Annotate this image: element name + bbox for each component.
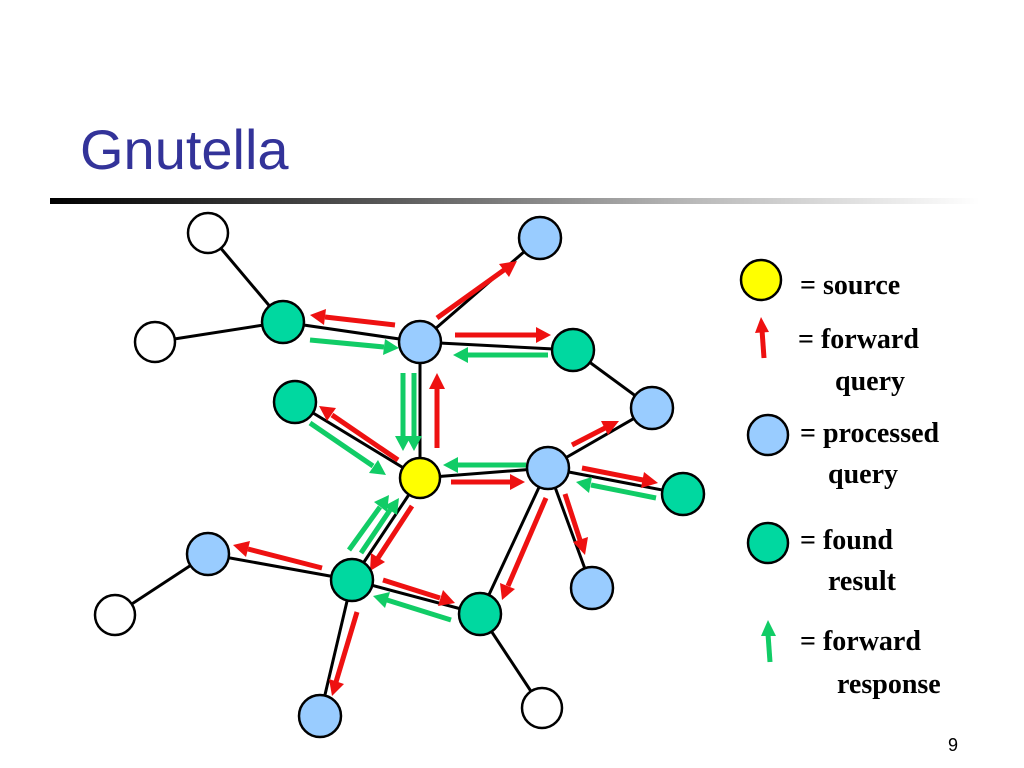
query-arrow-head	[438, 590, 455, 606]
found-result-node	[550, 327, 596, 373]
response-arrow-head	[406, 436, 422, 451]
query-arrow	[505, 497, 549, 587]
legend-forward-response-label: = forward	[800, 626, 921, 657]
found-result-node	[329, 557, 375, 603]
legend-response-arrow-icon	[761, 620, 776, 663]
response-arrow-head	[395, 436, 411, 451]
query-arrow-head	[510, 474, 525, 490]
legend-query-arrow-icon	[755, 317, 769, 359]
processed-query-node	[569, 565, 615, 611]
query-arrow	[562, 493, 583, 541]
query-arrow	[570, 425, 607, 448]
unvisited-node	[93, 593, 137, 637]
edge	[419, 340, 574, 352]
legend-source-node	[739, 258, 783, 302]
legend-forward-response-label-line2: response	[837, 669, 941, 700]
edge	[547, 466, 684, 496]
response-arrow	[386, 597, 452, 623]
query-arrow	[581, 465, 644, 483]
query-arrow-head	[233, 541, 250, 557]
response-arrow	[590, 482, 657, 501]
legend-symbols	[739, 258, 790, 565]
query-arrow-head	[499, 261, 517, 277]
query-arrow	[330, 412, 400, 463]
processed-query-node	[397, 319, 443, 365]
processed-query-node	[629, 385, 675, 431]
query-arrow	[247, 546, 323, 571]
response-arrow-head	[383, 339, 399, 355]
found-result-node	[260, 299, 306, 345]
query-arrow-head	[319, 406, 336, 421]
network-nodes	[93, 211, 706, 739]
processed-query-node	[297, 693, 343, 739]
legend-forward-query-label: = forward	[798, 324, 919, 355]
processed-query-node	[517, 215, 563, 261]
legend-found-result-label: = found	[800, 525, 893, 556]
legend-processed-node	[746, 413, 790, 457]
query-arrow-head	[329, 679, 344, 696]
query-arrow-head	[641, 472, 658, 488]
unvisited-node	[186, 211, 230, 255]
query-arrow-head	[500, 583, 515, 600]
page-number: 9	[948, 735, 959, 755]
legend-found-result-label-line2: result	[828, 566, 896, 597]
found-result-node	[272, 379, 318, 425]
query-arrow-head	[429, 373, 445, 389]
response-arrow-head	[576, 477, 592, 493]
response-arrow-head	[453, 347, 468, 363]
response-arrow-head	[384, 498, 399, 515]
query-arrows	[233, 261, 658, 696]
query-arrow-head	[370, 553, 385, 571]
legend-found-node	[746, 521, 790, 565]
response-arrow-head	[369, 460, 386, 475]
edge	[294, 400, 421, 480]
response-arrow	[308, 420, 375, 469]
edge	[207, 552, 353, 582]
edge	[318, 579, 354, 717]
query-arrow	[375, 504, 415, 560]
legend-source-label: = source	[800, 270, 901, 301]
response-arrows	[308, 337, 657, 623]
query-arrow	[435, 267, 506, 321]
slide-title: Gnutella	[80, 118, 289, 181]
legend-processed-query-label: = processed	[800, 418, 940, 449]
edge	[282, 320, 421, 344]
response-arrow	[309, 337, 385, 350]
unvisited-node	[133, 320, 177, 364]
processed-query-node	[185, 531, 231, 577]
query-arrow	[333, 611, 360, 683]
response-arrow-head	[373, 592, 390, 608]
query-arrow	[324, 314, 396, 328]
title-underline	[50, 198, 980, 204]
response-arrow-head	[443, 457, 458, 473]
network-edges	[114, 232, 684, 717]
response-arrow-head	[374, 495, 389, 512]
query-arrow-head	[310, 309, 326, 325]
found-result-node	[457, 591, 503, 637]
edge	[478, 467, 550, 615]
query-arrow-head	[573, 537, 588, 555]
unvisited-node	[520, 686, 564, 730]
query-arrow-head	[536, 327, 551, 343]
source-node	[398, 456, 442, 500]
response-arrow	[358, 508, 393, 555]
query-arrow	[382, 577, 441, 601]
found-result-node	[660, 471, 706, 517]
query-arrow-head	[601, 421, 619, 435]
legend-processed-query-label-line2: query	[828, 459, 898, 490]
processed-query-node	[525, 445, 571, 491]
legend-forward-query-label-line2: query	[835, 366, 905, 397]
response-arrow	[346, 505, 383, 552]
